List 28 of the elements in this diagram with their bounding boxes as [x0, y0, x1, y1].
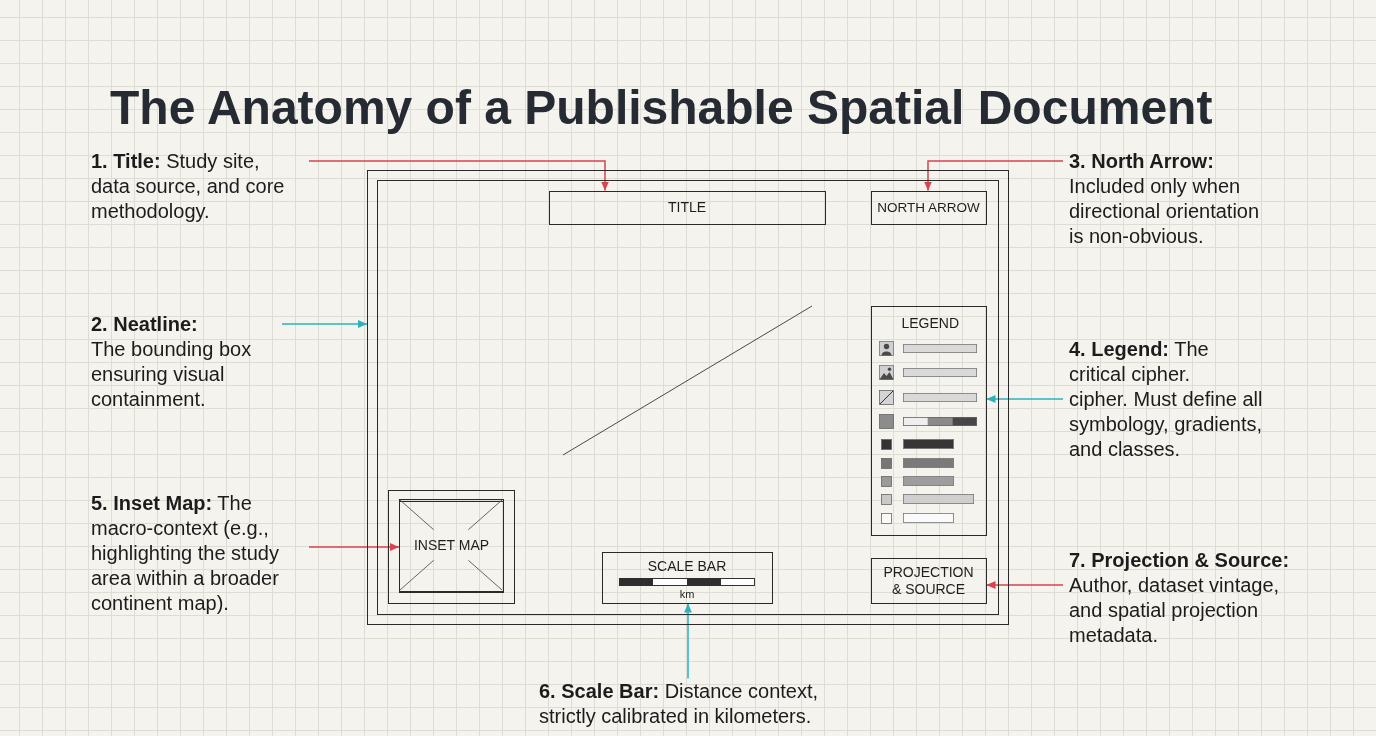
inset-frame	[387, 489, 515, 604]
callout-text: Included only when directional orientation is non-obvious.	[1069, 173, 1261, 249]
leader-line	[985, 395, 1064, 403]
callout-heading: 2. Neatline:	[91, 311, 199, 337]
leader-line	[281, 320, 368, 328]
leader-line	[308, 160, 609, 192]
unit-label: km	[679, 587, 695, 600]
neatline-frame	[367, 170, 1009, 625]
box-label: INSET MAP	[412, 536, 491, 554]
callout-text: 4. Legend: The critical cipher.	[1069, 336, 1210, 387]
callout-text: 1. Title: Study site, data source, and core methodology.	[91, 148, 286, 224]
title-box: TITLE	[548, 190, 826, 225]
page-title: The Anatomy of a Publishable Spatial Document	[110, 82, 1213, 134]
leader-line	[985, 581, 1064, 589]
callout-heading: 3. North Arrow:	[1069, 148, 1215, 174]
callout-text: 6. Scale Bar: Distance context, strictly calibrated in kilometers.	[539, 678, 820, 729]
callout-text: cipher. Must define all symbology, gradients, and classes.	[1069, 386, 1264, 462]
box-label: SCALE BAR	[647, 557, 727, 574]
leader-line	[924, 160, 1064, 192]
callout-text: Author, dataset vintage, and spatial projection metadata.	[1069, 572, 1281, 648]
projection-box: PROJECTION & SOURCE	[870, 557, 987, 604]
callout-text: 5. Inset Map: The macro-context (e.g., highlighting the study area within a broader continent map).	[91, 490, 280, 616]
leader-line	[308, 543, 400, 551]
callout-text: The bounding box ensuring visual containment.	[91, 336, 253, 412]
callout-heading: 7. Projection & Source:	[1069, 547, 1291, 573]
leader-line	[684, 602, 692, 680]
scale-bar-panel	[601, 551, 773, 604]
legend-panel	[870, 305, 987, 536]
